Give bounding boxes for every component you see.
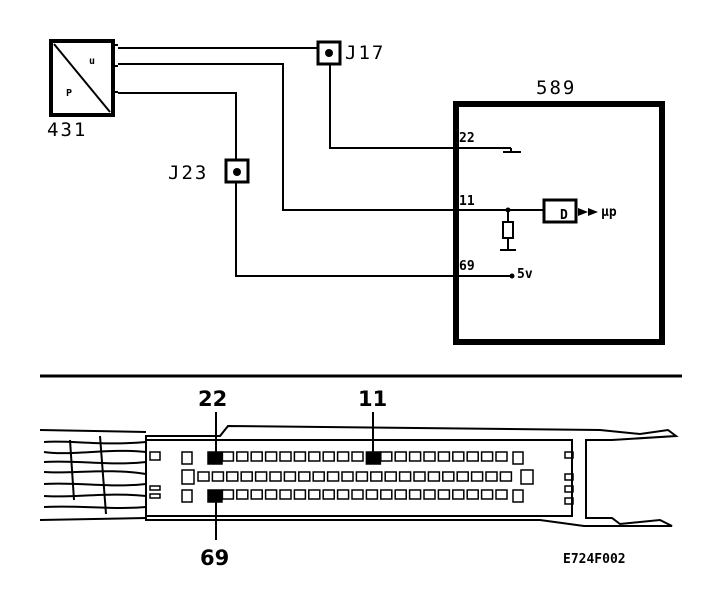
connector-pin (226, 471, 239, 482)
connector-pin (499, 471, 513, 482)
connector-pin (470, 471, 484, 482)
connector-pin (279, 451, 292, 462)
connector-pin (423, 451, 436, 462)
junction-j23 (224, 158, 250, 184)
ecu-589: D µp 5v (453, 101, 665, 345)
connector-pin (495, 489, 508, 500)
figure-code: E724F002 (563, 552, 626, 567)
connector-pin (264, 451, 278, 462)
connector-pin (250, 451, 263, 462)
wire-sensor-to-ecu-11 (118, 63, 545, 211)
ground-icon (503, 148, 521, 153)
connector-pin (322, 451, 335, 462)
connector-pin (480, 489, 494, 500)
connector-pin (211, 471, 225, 482)
connector-pin-22-label: 22 (198, 387, 227, 411)
connector-pin (351, 489, 364, 500)
connector-pin (413, 471, 426, 482)
wire-j17-to-ecu-22 (329, 58, 511, 149)
connector-pin (254, 471, 268, 482)
connector-pin (269, 471, 282, 482)
ecu-pin-22-label: 22 (459, 131, 475, 146)
connector-pin (442, 471, 455, 482)
connector-pin (326, 471, 340, 482)
sensor-pin-u-label: u (89, 56, 95, 67)
wire-j23-to-ecu-69 (235, 182, 512, 277)
connector-pin (293, 451, 307, 462)
connector-harness (39, 424, 679, 527)
signal-processor-icon: D (542, 198, 598, 224)
resistor-icon (500, 210, 516, 251)
junction-j23-label: J23 (168, 162, 208, 184)
connector-pin (394, 489, 407, 500)
connector-pin (221, 489, 235, 500)
connector-pin (197, 471, 210, 482)
connector-pin (279, 489, 292, 500)
connector-pin (380, 489, 393, 500)
connector-pin (293, 489, 307, 500)
connector-pin-active (365, 451, 382, 465)
connector-pin (283, 471, 297, 482)
connector-pin (341, 471, 354, 482)
ecu-pin-11-label: 11 (459, 194, 475, 209)
connector-pin (398, 471, 412, 482)
sensor-pin-p-label: P (66, 88, 72, 99)
connector-pin (423, 489, 436, 500)
connector-pin (365, 489, 379, 500)
ecu-supply-label: 5v (517, 267, 533, 282)
connector-pin (452, 451, 465, 462)
junction-j17 (316, 40, 342, 66)
connector-pin (456, 471, 469, 482)
connector-pin (380, 451, 393, 462)
connector-pin (336, 451, 350, 462)
connector-pin (250, 489, 263, 500)
sensor-id-label: 431 (47, 119, 87, 141)
connector-pin (485, 471, 498, 482)
ecu-id-label: 589 (536, 77, 576, 99)
connector-pin (394, 451, 407, 462)
connector-pin (298, 471, 311, 482)
connector-pin (427, 471, 441, 482)
connector-pin (308, 489, 321, 500)
connector-pin (221, 451, 235, 462)
connector-pin (370, 471, 383, 482)
connector-pin (452, 489, 465, 500)
connector-pin (236, 451, 249, 462)
connector-pins (197, 451, 513, 503)
connector-pin (312, 471, 325, 482)
connector-pin (322, 489, 335, 500)
connector-pin-69-label: 69 (200, 546, 229, 570)
ecu-pin-69-label: 69 (459, 259, 475, 274)
wire-sensor-to-j23 (118, 92, 237, 172)
connector-pin (236, 489, 249, 500)
connector-pin (437, 451, 451, 462)
connector-pin-11-label: 11 (358, 387, 387, 411)
connector-pin (466, 489, 479, 500)
connector-pin (264, 489, 278, 500)
connector-pin (351, 451, 364, 462)
connector-pin (336, 489, 350, 500)
connector-pin (466, 451, 479, 462)
connector-pin (408, 489, 422, 500)
connector-pin (355, 471, 369, 482)
supply-dot-icon (509, 273, 515, 279)
dsp-label: D (560, 208, 568, 223)
sensor-431: u P (49, 39, 118, 117)
connector-pin (308, 451, 321, 462)
ecu-output-label: µp (601, 205, 617, 220)
connector-pin (240, 471, 253, 482)
junction-j17-label: J17 (345, 42, 385, 64)
connector-pin (480, 451, 494, 462)
wires (118, 47, 545, 277)
connector-pin (437, 489, 451, 500)
connector-pin (384, 471, 397, 482)
connector-pin-active (207, 451, 223, 465)
connector-pin (495, 451, 508, 462)
connector-pin (408, 451, 422, 462)
